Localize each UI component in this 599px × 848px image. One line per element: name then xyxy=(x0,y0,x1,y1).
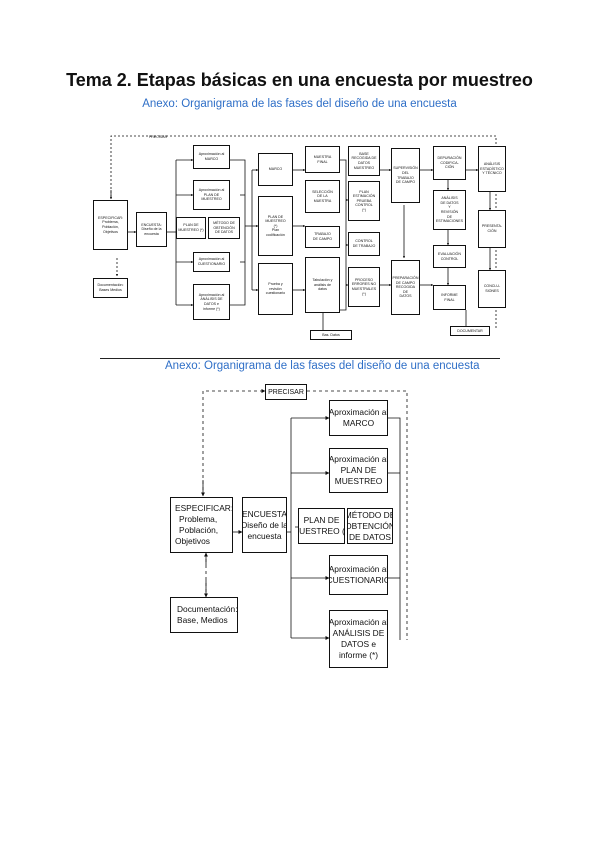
small-marco-box: MARCO xyxy=(258,153,293,186)
small-supervision-box: SUPERVISIÓN DEL TRABAJO DE CAMPO xyxy=(391,148,420,203)
large-aprox-cuestionario-box: Aproximación al CUESTIONARIO xyxy=(329,555,388,595)
small-plan-col3-box: PLAN DE MUESTREO (*) Plan codificación xyxy=(258,196,293,256)
small-proceso-errores-box: PROCESO ERRORES NO MUESTRALES (*) xyxy=(348,267,380,307)
small-analisis-estadistico-box: ANÁLISIS ESTADÍSTICO Y TÉCNICO xyxy=(478,146,506,192)
large-especificar-box: ESPECIFICAR: Problema, Población, Objeti… xyxy=(170,497,233,553)
divider xyxy=(100,358,500,359)
large-metodo-box: MÉTODO DE OBTENCIÓN DE DATOS xyxy=(347,508,393,544)
page-title: Tema 2. Etapas básicas en una encuesta p… xyxy=(66,70,533,90)
annex-subtitle-bottom: Anexo: Organigrama de las fases del dise… xyxy=(165,360,480,372)
large-documentacion-box: Documentación: Base, Medios xyxy=(170,597,238,633)
small-bases-datos-box: Bas. Datos xyxy=(310,330,352,340)
large-encuesta-box: ENCUESTA Diseño de la encuesta xyxy=(242,497,287,553)
small-documentacion-box: Documentación: Bases Medios xyxy=(93,278,128,298)
small-trabajo-campo-box: TRABAJO DE CAMPO xyxy=(305,226,340,248)
small-muestra-final-box: MUESTRA FINAL xyxy=(305,146,340,173)
small-metodo-box: MÉTODO DE OBTENCIÓN DE DATOS xyxy=(208,217,240,239)
large-aprox-plan-box: Aproximación al PLAN DE MUESTREO xyxy=(329,448,388,493)
annex-subtitle-top: Anexo: Organigrama de las fases del dise… xyxy=(142,98,457,110)
small-preparacion-box: PREPARACIÓN DE CAMPO RECOGIDA DE DATOS xyxy=(391,260,420,315)
small-base-recogida-box: BASE RECOGIDA DE DATOS MUESTREO xyxy=(348,146,380,176)
small-pretest-box: Prueba y revisión cuestionario xyxy=(258,263,293,315)
small-informe-final-box: INFORME FINAL xyxy=(433,285,466,310)
small-documentar-box: DOCUMENTAR xyxy=(450,326,490,336)
small-plan-estimacion-box: PLAN ESTIMACIÓN PRUEBA CONTROL (*) xyxy=(348,181,380,221)
large-aprox-marco-box: Aproximación al MARCO xyxy=(329,400,388,436)
small-analisis-box: ANÁLISIS DE DATOS Y REVISIÓN DE ESTIMACI… xyxy=(433,190,466,230)
small-aprox-analisis-box: Aproximación al ANÁLISIS DE DATOS e info… xyxy=(193,284,230,320)
small-precisar-label: PRECISAR xyxy=(148,134,168,139)
small-aprox-cuestionario-box: Aproximación al CUESTIONARIO xyxy=(193,252,230,272)
small-especificar-box: ESPECIFICAR: Problema, Población, Objeti… xyxy=(93,200,128,250)
small-aprox-marco-box: Aproximación al MARCO xyxy=(193,145,230,169)
small-encuesta-box: ENCUESTA: Diseño de la encuesta xyxy=(136,212,167,247)
large-plan-muestreo-box: PLAN DE MUESTREO (*) xyxy=(298,508,345,544)
small-aprox-plan-box: Aproximación al PLAN DE MUESTREO xyxy=(193,180,230,210)
small-evaluacion-box: EVALUACIÓN CONTROL xyxy=(433,245,466,268)
small-plan-muestreo-box: PLAN DE MUESTREO (*) xyxy=(176,217,206,239)
small-seleccion-box: SELECCIÓN DE LA MUESTRA xyxy=(305,180,340,213)
small-conclusiones-box: CONCLU- SIONES xyxy=(478,270,506,308)
small-control-trabajo-box: CONTROL DE TRABAJO xyxy=(348,232,380,256)
small-tabulacion-box: Tabulación y análisis de datos xyxy=(305,257,340,313)
large-aprox-analisis-box: Aproximación al ANÁLISIS DE DATOS e info… xyxy=(329,610,388,668)
small-depuracion-box: DEPURACIÓN CODIFICA- CIÓN xyxy=(433,146,466,180)
large-precisar-box: PRECISAR xyxy=(265,384,307,400)
small-presentacion-box: PRESENTA- CIÓN xyxy=(478,210,506,248)
